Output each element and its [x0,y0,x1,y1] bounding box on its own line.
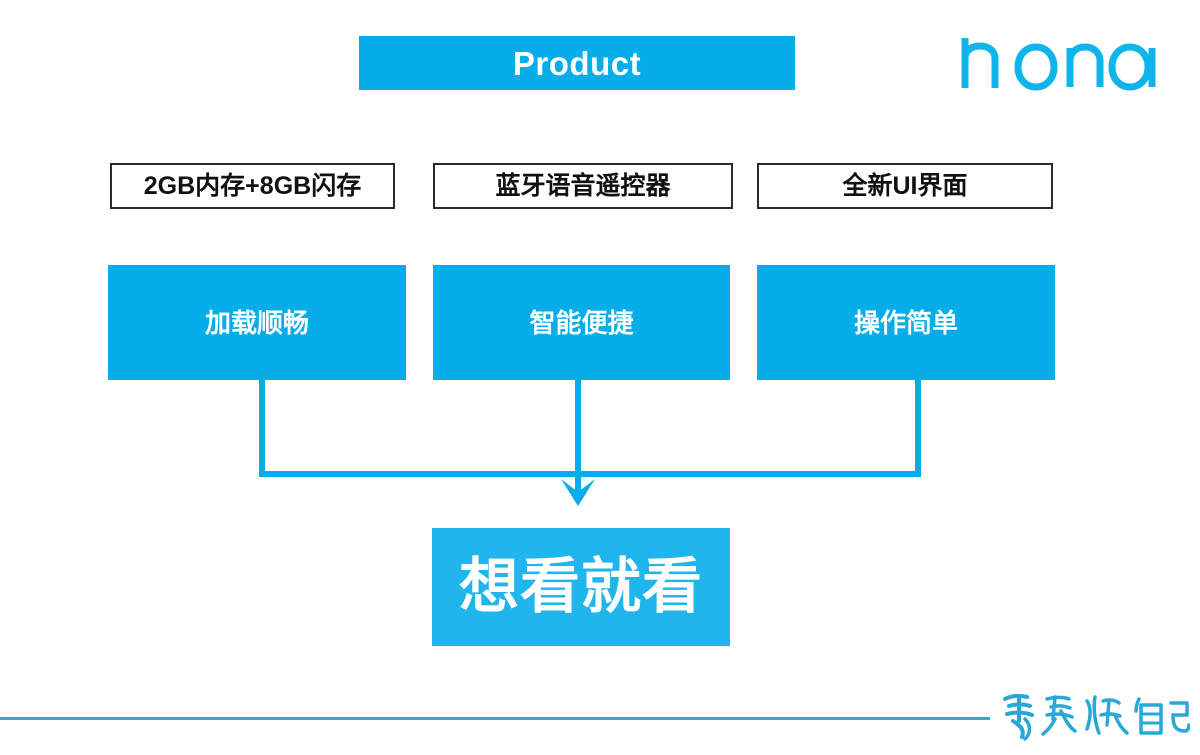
feature-spec-box-1: 2GB内存+8GB闪存 [110,163,395,209]
conclusion-label: 想看就看 [459,553,703,620]
honor-logo [958,34,1158,92]
benefit-label-2: 智能便捷 [529,307,634,338]
page-title: Product [512,44,642,82]
arrow-down-icon [561,479,595,506]
feature-spec-label-1: 2GB内存+8GB闪存 [143,171,362,200]
conclusion-box: 想看就看 [432,528,730,646]
slide-title-banner: Product [359,36,795,90]
benefit-box-1: 加载顺畅 [108,265,406,380]
feature-spec-label-3: 全新UI界面 [842,171,968,200]
benefit-label-3: 操作简单 [853,307,958,338]
benefit-label-1: 加载顺畅 [204,307,309,338]
signature-mark [995,685,1190,747]
feature-spec-box-2: 蓝牙语音遥控器 [433,163,733,209]
benefit-box-3: 操作简单 [757,265,1055,380]
feature-spec-label-2: 蓝牙语音遥控器 [495,171,671,200]
benefit-box-2: 智能便捷 [433,265,730,380]
footer-divider [0,717,990,720]
feature-spec-box-3: 全新UI界面 [757,163,1053,209]
